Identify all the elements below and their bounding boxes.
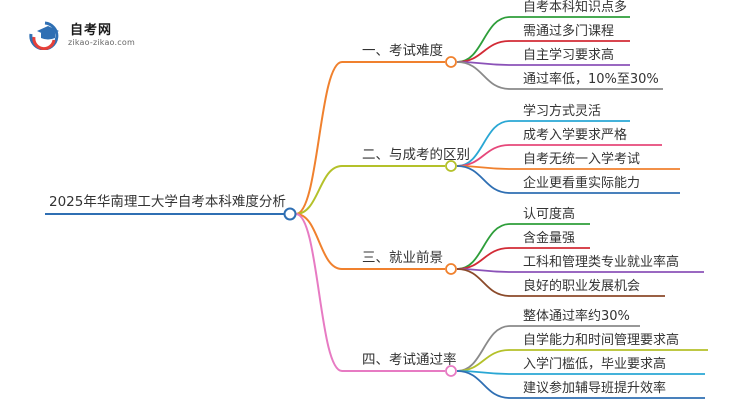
branch-label: 一、考试难度 [362, 43, 443, 59]
branch-label: 三、就业前景 [362, 249, 443, 266]
branch-node [445, 56, 457, 68]
child-label: 整体通过率约30% [523, 308, 630, 324]
branch-label: 四、考试通过率 [362, 351, 457, 368]
child-label: 需通过多门课程 [523, 23, 614, 39]
child-connector [456, 349, 511, 372]
child-connector [456, 247, 511, 270]
child-connector [456, 223, 511, 270]
child-label: 含金量强 [523, 230, 575, 246]
root-node [283, 207, 297, 221]
logo: 自考网 zikao-zikao.com [28, 18, 138, 52]
child-connector [456, 16, 511, 63]
child-label: 自学能力和时间管理要求高 [523, 332, 679, 348]
logo-name: 自考网 [70, 23, 113, 38]
logo-url: zikao-zikao.com [68, 38, 135, 47]
child-connector [456, 268, 511, 297]
child-label: 良好的职业发展机会 [523, 278, 640, 294]
child-connector [456, 40, 511, 63]
child-label: 学习方式灵活 [523, 103, 601, 119]
graduation-cap-icon [29, 21, 59, 50]
branch-node [445, 365, 457, 377]
child-label: 入学门槛低，毕业要求高 [523, 356, 666, 372]
child-label: 通过率低，10%至30% [523, 71, 659, 87]
child-connector [456, 61, 511, 90]
child-label: 成考入学要求严格 [523, 127, 627, 143]
branch-node [445, 160, 457, 172]
child-label: 自考本科知识点多 [523, 0, 627, 15]
child-label: 自主学习要求高 [523, 47, 614, 63]
branch-connector [295, 213, 343, 270]
branch-connector [295, 165, 343, 215]
child-connector [456, 165, 511, 194]
child-label: 建议参加辅导班提升效率 [523, 380, 666, 396]
child-label: 企业更看重实际能力 [523, 175, 640, 191]
child-connector [456, 370, 511, 399]
branch-connector [295, 213, 343, 372]
branch-connector [295, 61, 343, 215]
child-label: 认可度高 [523, 206, 575, 222]
child-label: 工科和管理类专业就业率高 [523, 254, 679, 270]
child-label: 自考无统一入学考试 [523, 151, 640, 167]
branch-label: 二、与成考的区别 [362, 147, 470, 163]
child-connector [456, 325, 511, 372]
root-label: 2025年华南理工大学自考本科难度分析 [49, 194, 286, 210]
branch-node [445, 263, 457, 275]
